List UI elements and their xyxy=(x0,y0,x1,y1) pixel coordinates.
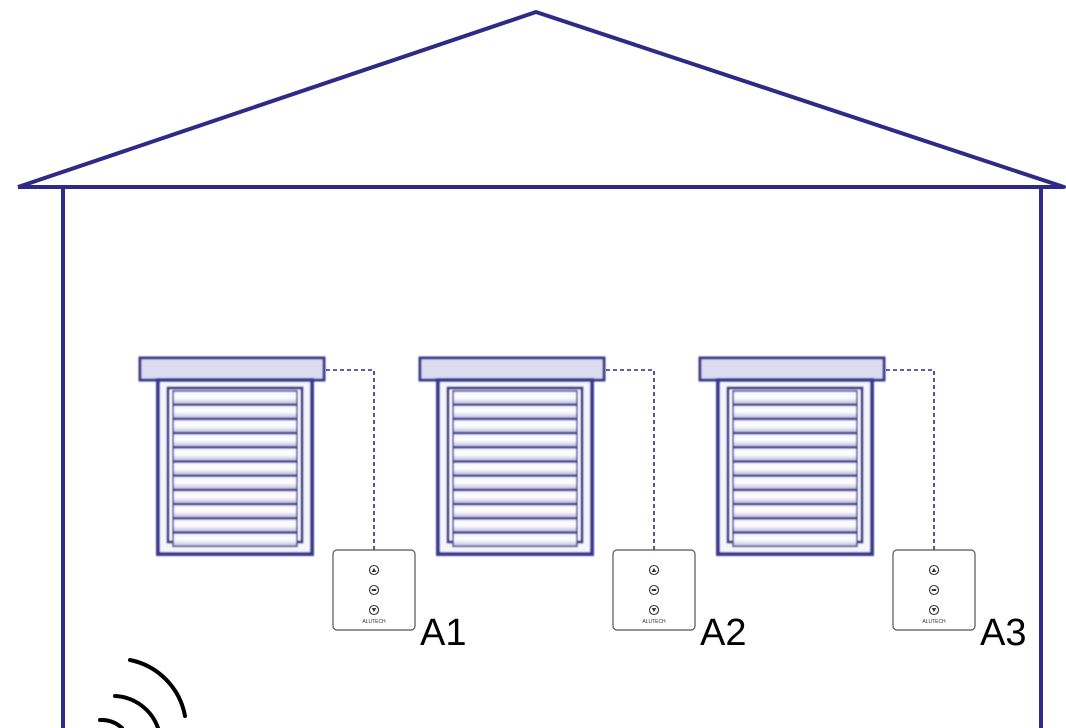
up-button[interactable] xyxy=(648,564,660,576)
up-arrow-icon xyxy=(651,567,657,572)
shutter-slat xyxy=(172,489,298,505)
stop-button[interactable] xyxy=(368,584,380,596)
roller-shutter-icon xyxy=(138,356,326,556)
shutter-slat xyxy=(172,446,298,462)
wall-switch-icon[interactable]: ALUTECH xyxy=(892,549,976,631)
shutter-slat xyxy=(732,446,858,462)
control-wire xyxy=(886,369,935,550)
shutter-slat xyxy=(732,532,858,548)
shutter-box xyxy=(138,356,326,382)
shutter-slat xyxy=(452,475,578,491)
unit-label: A1 xyxy=(420,612,466,654)
stop-icon xyxy=(651,589,657,591)
wall-switch-icon[interactable]: ALUTECH xyxy=(612,549,696,631)
shutter-units: ALUTECH A1 ALUTECH A2 ALUTECH A3 xyxy=(138,356,1026,654)
shutter-slat xyxy=(452,418,578,434)
shutter-slat xyxy=(452,503,578,519)
shutter-unit-3: ALUTECH A3 xyxy=(698,356,1026,654)
shutter-slat xyxy=(732,404,858,420)
shutter-slat xyxy=(452,446,578,462)
shutter-slat xyxy=(452,489,578,505)
switch-brand: ALUTECH xyxy=(642,619,666,625)
house-outline-icon xyxy=(17,10,1066,728)
up-arrow-icon xyxy=(371,567,377,572)
shutter-slat xyxy=(172,517,298,533)
shutter-slat xyxy=(732,418,858,434)
shutter-slat xyxy=(732,461,858,477)
shutter-slat xyxy=(452,517,578,533)
shutter-slat xyxy=(172,461,298,477)
shutter-box xyxy=(418,356,606,382)
shutter-slat xyxy=(172,418,298,434)
shutter-slat xyxy=(172,475,298,491)
shutter-slat xyxy=(732,489,858,505)
down-button[interactable] xyxy=(928,604,940,616)
shutter-slat xyxy=(452,461,578,477)
up-button[interactable] xyxy=(928,564,940,576)
wall-switch-icon[interactable]: ALUTECH xyxy=(332,549,416,631)
control-wire xyxy=(606,369,655,550)
signal-arc-outer xyxy=(128,658,187,718)
stop-icon xyxy=(371,589,377,591)
shutter-slat xyxy=(172,404,298,420)
shutter-box xyxy=(698,356,886,382)
roller-shutter-icon xyxy=(418,356,606,556)
down-arrow-icon xyxy=(931,608,937,613)
up-arrow-icon xyxy=(931,567,937,572)
shutter-slat xyxy=(172,432,298,448)
stop-button[interactable] xyxy=(928,584,940,596)
shutter-slat xyxy=(732,517,858,533)
stop-button[interactable] xyxy=(648,584,660,596)
shutter-slat xyxy=(452,532,578,548)
wireless-signal-icon xyxy=(98,658,187,728)
shutter-slat xyxy=(172,503,298,519)
shutter-slat xyxy=(172,390,298,406)
switch-brand: ALUTECH xyxy=(362,619,386,625)
shutter-slat xyxy=(732,475,858,491)
down-arrow-icon xyxy=(371,608,377,613)
up-button[interactable] xyxy=(368,564,380,576)
control-wire xyxy=(326,369,375,550)
stop-icon xyxy=(931,589,937,591)
shutter-unit-1: ALUTECH A1 xyxy=(138,356,466,654)
down-button[interactable] xyxy=(368,604,380,616)
shutter-slat xyxy=(452,432,578,448)
shutter-slat xyxy=(732,503,858,519)
shutter-slat xyxy=(172,532,298,548)
roller-shutter-icon xyxy=(698,356,886,556)
signal-arc-middle xyxy=(113,694,160,728)
unit-label: A3 xyxy=(980,612,1026,654)
shutter-unit-2: ALUTECH A2 xyxy=(418,356,746,654)
unit-label: A2 xyxy=(700,612,746,654)
roof xyxy=(17,10,1066,189)
signal-arc-inner xyxy=(98,717,124,728)
shutter-slat xyxy=(452,404,578,420)
shutter-slat xyxy=(732,432,858,448)
down-button[interactable] xyxy=(648,604,660,616)
shutter-slat xyxy=(732,390,858,406)
switch-brand: ALUTECH xyxy=(922,619,946,625)
down-arrow-icon xyxy=(651,608,657,613)
shutter-slat xyxy=(452,390,578,406)
